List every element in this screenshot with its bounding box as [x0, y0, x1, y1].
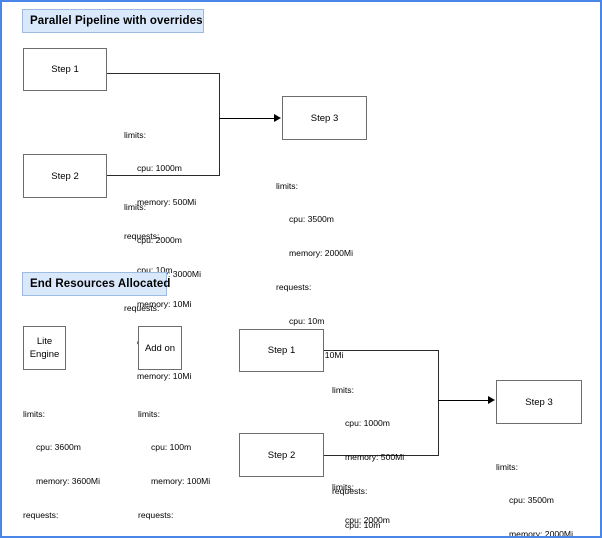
node-label: Step 3 — [310, 112, 339, 124]
spec-limits-label: limits: — [23, 408, 45, 419]
node-bottom-step-1[interactable]: Step 1 — [239, 329, 324, 372]
spec-requests-label: requests: — [138, 510, 174, 521]
arrowhead-bottom-step3-icon — [488, 396, 495, 404]
spec-limits-memory: memory: 100Mi — [151, 476, 211, 487]
spec-limits-label: limits: — [138, 408, 160, 419]
section-title-text: Parallel Pipeline with overrides — [30, 15, 203, 27]
connector-bottom-merge-to-step3 — [438, 400, 489, 402]
spec-limits-cpu: cpu: 2000m — [345, 515, 390, 526]
spec-limits-memory: memory: 2000Mi — [509, 529, 573, 538]
spec-requests-cpu: cpu: 10m — [345, 520, 381, 531]
spec-bottom-step-2: limits: cpu: 2000m memory: 3000Mi reques… — [332, 459, 409, 536]
spec-limits-cpu: cpu: 3600m — [36, 442, 81, 453]
section-title-text: End Resources Allocated — [30, 278, 171, 290]
spec-limits-label: limits: — [332, 481, 354, 492]
node-top-step-3[interactable]: Step 3 — [282, 96, 367, 140]
spec-limits-label: limits: — [124, 129, 146, 140]
spec-limits-memory: memory: 500Mi — [137, 197, 197, 208]
spec-requests-cpu: cpu: 10m — [289, 316, 325, 327]
spec-limits-memory: memory: 2000Mi — [289, 248, 353, 259]
node-label: Step 1 — [51, 64, 79, 75]
section-title-end-resources: End Resources Allocated — [22, 272, 170, 296]
spec-limits-cpu: cpu: 3500m — [289, 214, 334, 225]
node-top-step-2[interactable]: Step 2 — [23, 154, 107, 198]
spec-requests-memory: memory: 10Mi — [137, 371, 192, 382]
node-bottom-step-3[interactable]: Step 3 — [496, 380, 582, 424]
node-add-on[interactable]: Add on — [138, 326, 182, 370]
spec-limits-cpu: cpu: 2000m — [137, 235, 182, 246]
node-label: Step 3 — [525, 396, 553, 408]
spec-requests-label: requests: — [124, 231, 160, 242]
node-label-line1: Add on — [144, 342, 176, 354]
node-bottom-step-2[interactable]: Step 2 — [239, 433, 324, 477]
spec-limits-cpu: cpu: 3500m — [509, 495, 554, 506]
spec-limits-memory: memory: 500Mi — [345, 452, 405, 463]
spec-limits-cpu: cpu: 1000m — [345, 418, 390, 429]
node-top-step-1[interactable]: Step 1 — [23, 48, 107, 91]
spec-bottom-step-3: limits: cpu: 3500m memory: 2000Mi reques… — [496, 439, 573, 538]
node-lite-engine[interactable]: Lite Engine — [23, 326, 66, 370]
spec-limits-cpu: cpu: 100m — [151, 442, 192, 453]
spec-requests-cpu: cpu: 10m — [137, 265, 173, 276]
spec-add-on: limits: cpu: 100m memory: 100Mi requests… — [138, 386, 211, 536]
spec-requests-label: requests: — [276, 282, 312, 293]
node-label: Step 1 — [267, 345, 296, 356]
connector-bottom-step1-horizontal — [324, 350, 439, 351]
spec-lite-engine: limits: cpu: 3600m memory: 3600Mi reques… — [23, 386, 100, 536]
node-label: Step 2 — [51, 170, 79, 182]
node-label-line2: Engine — [29, 349, 60, 360]
spec-limits-label: limits: — [124, 201, 146, 212]
spec-bottom-step-1: limits: cpu: 1000m memory: 500Mi request… — [332, 362, 405, 536]
spec-requests-label: requests: — [23, 510, 59, 521]
node-label-line1: Lite — [36, 336, 53, 347]
connector-bottom-step2-horizontal — [324, 455, 439, 456]
spec-limits-cpu: cpu: 1000m — [137, 163, 182, 174]
spec-limits-label: limits: — [332, 384, 354, 395]
spec-requests-memory: memory: 10Mi — [137, 299, 192, 310]
connector-top-step1-horizontal — [107, 73, 220, 74]
arrowhead-top-step3-icon — [274, 114, 281, 122]
spec-requests-label: requests: — [124, 303, 160, 314]
spec-requests-label: requests: — [332, 486, 368, 497]
connector-top-merge-vertical — [219, 73, 220, 176]
connector-top-merge-to-step3 — [219, 118, 275, 120]
spec-limits-label: limits: — [276, 180, 298, 191]
spec-limits-memory: memory: 3600Mi — [36, 476, 100, 487]
node-label: Step 2 — [267, 449, 296, 461]
connector-bottom-merge-vertical — [438, 350, 439, 456]
spec-limits-label: limits: — [496, 461, 518, 472]
section-title-parallel-pipeline: Parallel Pipeline with overrides — [22, 9, 204, 33]
connector-top-step2-horizontal — [107, 175, 220, 176]
spec-top-step-1: limits: cpu: 1000m memory: 500Mi request… — [124, 107, 196, 333]
